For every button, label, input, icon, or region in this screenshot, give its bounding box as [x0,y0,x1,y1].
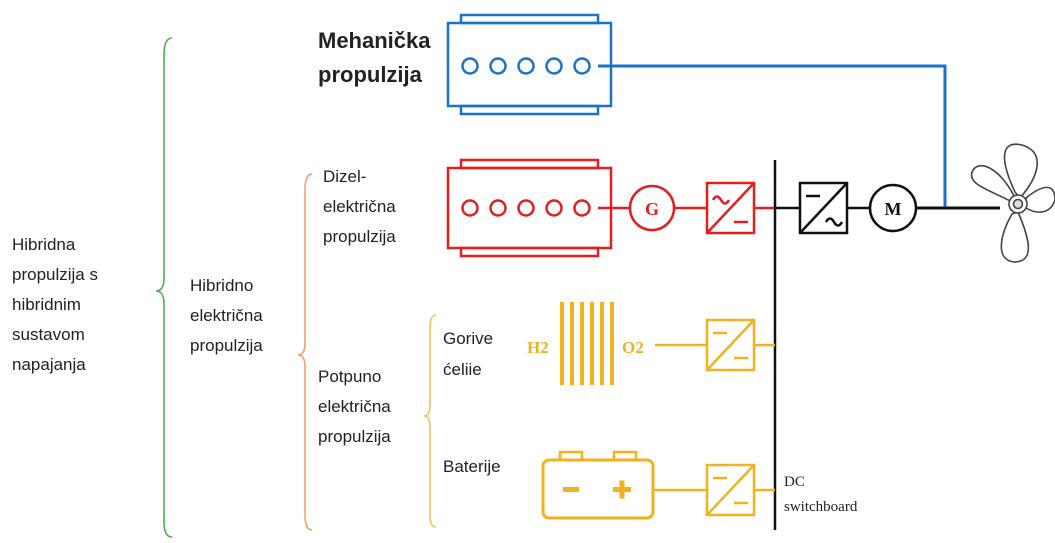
mechanical-engine-icon [446,13,613,116]
label-line: Hibridno [190,276,253,295]
label-line: DC [784,474,805,490]
label-batteries: Baterije [443,457,501,476]
label-line: ćeliie [443,360,482,379]
label-fuel-cells: Gorive ćeliie [443,329,493,379]
label-line: propulzija s [12,265,98,284]
label-hybrid-power-system: Hibridna propulzija s hibridnim sustavom… [12,235,98,374]
label-diesel-electric: Dizel- električna propulzija [323,167,396,246]
motor-label: M [885,199,902,219]
label-line: Hibridna [12,235,76,254]
fuel-cell-converter-icon [705,318,756,372]
label-line: Gorive [443,329,493,348]
propeller-icon [970,143,1055,263]
label-hybrid-electric: Hibridno električna propulzija [190,276,263,355]
label-line: propulzija [190,336,263,355]
label-full-electric: Potpuno električna propulzija [318,367,391,446]
generator-label: G [645,199,659,219]
label-line: električna [323,197,396,216]
label-line: hibridnim [12,295,81,314]
label-line: Dizel- [323,167,366,186]
label-line: napajanja [12,355,86,374]
dc-switchboard-label: DC switchboard [784,474,858,515]
o2-label: O2 [622,338,644,357]
battery-minus-sign [563,487,579,492]
label-line: električna [318,397,391,416]
label-line: sustavom [12,325,85,344]
full-electric-bracket [423,314,437,528]
electric-motor-icon: M [868,183,918,233]
outer-bracket [155,37,173,538]
battery-icon [541,450,655,520]
rectifier-converter-icon [705,181,756,235]
label-line: Mehanička [318,28,431,53]
label-mechanical: Mehanička propulzija [318,28,431,87]
mechanical-shaft-line [598,64,947,207]
label-line: propulzija [318,62,423,87]
label-line: propulzija [323,227,396,246]
label-line: switchboard [784,499,858,515]
label-line: propulzija [318,427,391,446]
fuel-cell-stack-icon [560,302,614,385]
hybrid-electric-bracket [297,173,313,531]
inverter-converter-icon [798,181,849,235]
diesel-engine-icon [446,158,613,258]
generator-icon: G [628,184,676,232]
label-line: električna [190,306,263,325]
battery-plus-sign-v [619,480,625,499]
label-line: Potpuno [318,367,381,386]
battery-converter-icon [705,463,756,517]
h2-label: H2 [527,338,549,357]
